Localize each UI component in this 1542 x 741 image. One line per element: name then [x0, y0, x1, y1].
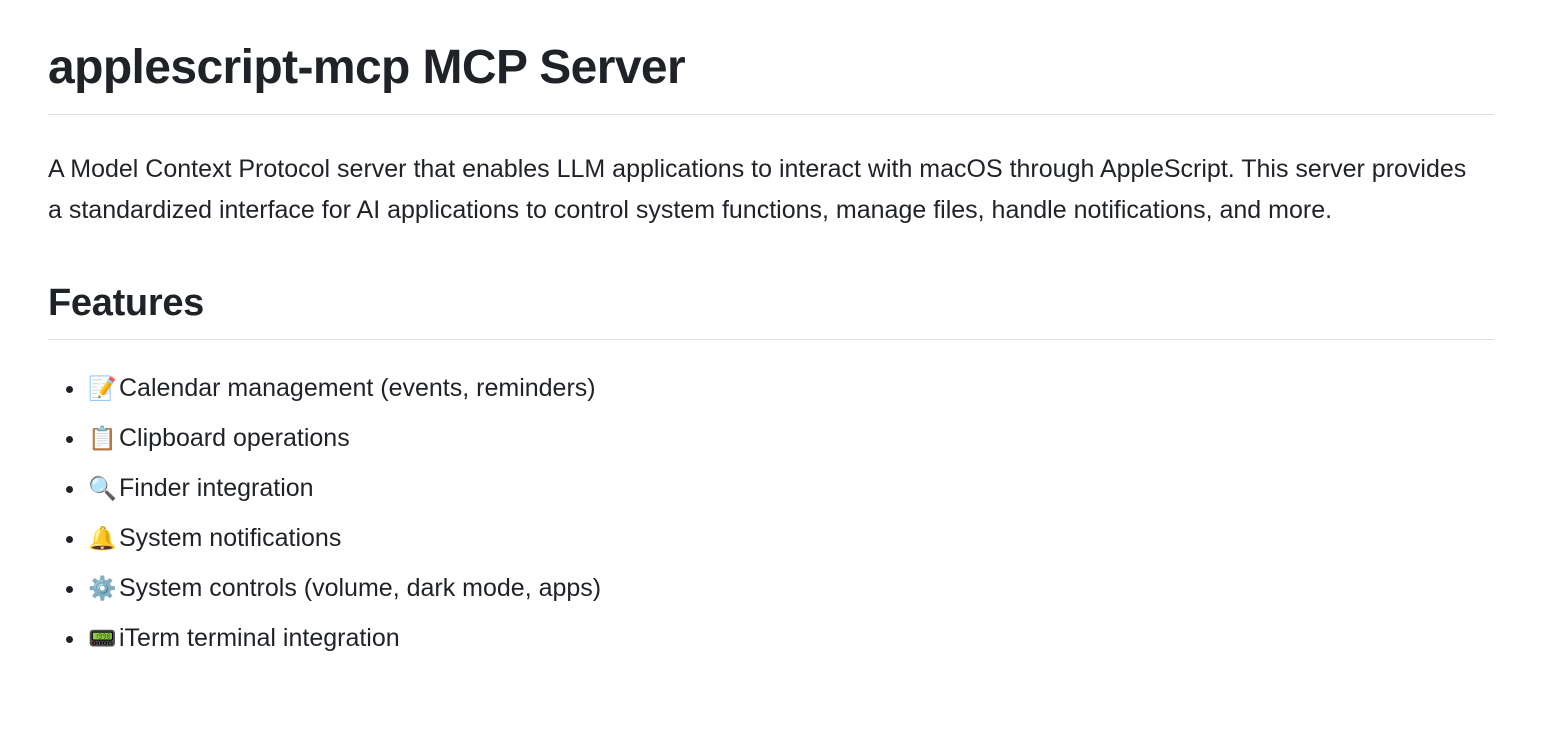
list-item-label: System controls (volume, dark mode, apps… — [119, 573, 602, 602]
memo-icon: 📝 — [88, 375, 117, 402]
section-heading-features: Features — [48, 231, 1494, 340]
list-item: ⚙️System controls (volume, dark mode, ap… — [66, 564, 1494, 614]
list-item: 🔍Finder integration — [66, 464, 1494, 514]
pager-icon: 📟 — [88, 625, 117, 652]
list-item: 📝Calendar management (events, reminders) — [66, 364, 1494, 414]
list-item: 🔔System notifications — [66, 514, 1494, 564]
list-item-label: Calendar management (events, reminders) — [119, 373, 596, 402]
magnifying-glass-icon: 🔍 — [88, 475, 117, 502]
readme-document: applescript-mcp MCP Server A Model Conte… — [48, 38, 1494, 664]
list-item-label: iTerm terminal integration — [119, 623, 400, 652]
list-item-label: Finder integration — [119, 473, 314, 502]
gear-icon: ⚙️ — [88, 575, 117, 602]
list-item: 📋Clipboard operations — [66, 414, 1494, 464]
feature-list: 📝Calendar management (events, reminders)… — [48, 340, 1494, 664]
list-item: 📟iTerm terminal integration — [66, 614, 1494, 664]
clipboard-icon: 📋 — [88, 425, 117, 452]
list-item-label: System notifications — [119, 523, 342, 552]
bell-icon: 🔔 — [88, 525, 117, 552]
page-title: applescript-mcp MCP Server — [48, 38, 1494, 115]
list-item-label: Clipboard operations — [119, 423, 350, 452]
intro-paragraph: A Model Context Protocol server that ena… — [48, 155, 1467, 224]
